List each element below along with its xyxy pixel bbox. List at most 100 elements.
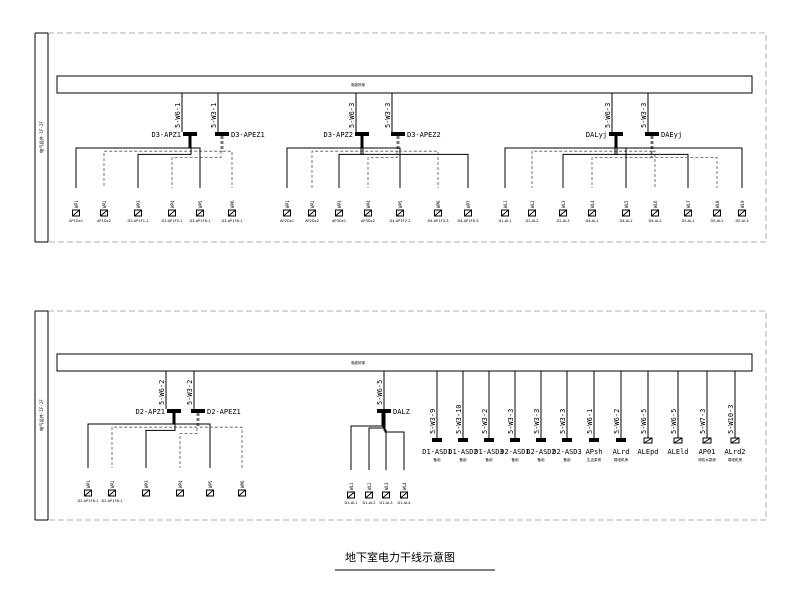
bottom-g2-outlet-3-diag [382,491,390,499]
top-g2-outlet-6-label: D4-AP1F3-3 [427,219,448,223]
top-g1-outlet-1-circuit: WP1 [74,200,79,208]
single-12-box [730,437,740,444]
bottom-g2-outlet-3-box [382,491,390,499]
bottom-g1-outlet-5-diag [206,489,214,497]
top-g3-wire-6 [614,136,689,188]
bottom-g1-outlet-5-box [206,489,214,497]
bottom-g1-outlet-6-circuit: WP6 [240,480,245,488]
diagram-title: 地下室电力干线示意图 [345,550,455,564]
top-g2-outlet-4-box [364,209,372,217]
top-g3-panel-2-bar [645,132,659,136]
bottom-g1-wire-4 [173,413,211,468]
top-g2-feeder-2-label: 5-W3-3 [384,103,392,128]
single-2-bar [458,438,468,442]
bottom-g1-outlet-4-box [176,489,184,497]
bottom-g1-outlet-2-circuit: WP2 [110,480,115,488]
bottom-g1-feeder-2-label: 5-W3-2 [186,380,194,405]
top-g3-outlet-3-circuit: WL3 [561,200,566,208]
single-5-feeder-label: 5-W3-3 [533,409,541,434]
top-g3-wire-7 [651,136,718,188]
top-g2-wire-5 [398,136,439,188]
top-g1-wire-1 [103,136,223,188]
top-g3-outlet-8-box [713,209,721,217]
single-7-bar [589,438,599,442]
bottom-busbar [56,353,753,372]
top-g3-outlet-7-circuit: WL7 [686,200,691,208]
top-g2-outlet-4-circuit: WP4 [366,200,371,208]
single-8-feeder-label: 5-W6-2 [613,409,621,434]
top-g2-outlet-5-label: D4-AP1F2-2 [389,219,410,223]
single-5-label: D2-ASD2 [526,448,556,456]
bottom-busbar-label: 电缆桥架 [351,360,366,365]
bottom-g1-outlet-2-label: D2-AP1F8-1 [101,499,122,503]
bottom-g2-outlet-2-box [365,491,373,499]
top-g1-panel-2-bar [215,132,229,136]
top-g1-panel-1-bar [183,132,197,136]
top-g3-wire-5 [652,136,656,188]
bottom-group-2: 5-W6-5DALZWL1D1-AL1WL2D1-AL2WL3D1-AL3WL4… [344,371,411,505]
bottom-g1-panel-2-label: D2-APEZ1 [207,408,241,416]
top-g3-outlet-3-box [559,209,567,217]
bottom-g1-outlet-3-box [142,489,150,497]
top-g1-wire-0 [75,136,190,188]
top-g3-wire-8 [616,136,743,188]
bottom-g1-outlet-5-circuit: WP5 [208,480,213,488]
single-12-sub: 弱电机房 [728,457,743,462]
bottom-g1-wire-5 [198,413,243,468]
top-g2-outlet-6-circuit: WP6 [436,200,441,208]
top-g3-outlet-5-label: D4-AL2 [619,219,632,223]
single-6-feeder-label: 5-W3-3 [559,409,567,434]
single-3-bar [484,438,494,442]
single-1-sub: 备用 [433,457,441,462]
top-g2-panel-2-bar [391,132,405,136]
single-10-feeder-label: 5-W6-5 [670,409,678,434]
bottom-diagram-frame: 电气竖井-1F-2F 电缆桥架 [34,310,767,521]
single-11-box [702,437,712,444]
single-11-sub: 消防水泵房 [698,457,716,462]
bottom-g2-wire-0 [350,413,383,470]
single-2-label: D1-ASD2 [448,448,478,456]
top-g1-outlet-6-box [228,209,236,217]
top-g3-outlet-4-label: D4-AL1 [585,219,598,223]
top-g3-outlet-4-circuit: WL4 [590,200,595,208]
single-8-bar [616,438,626,442]
top-g1-outlet-6-label: D3-AP1F8-1 [221,219,242,223]
top-g3-outlet-8-diag [713,209,721,217]
top-g1-outlet-6-circuit: WP6 [230,200,235,208]
top-g2-wire-4 [361,136,401,188]
single-3-label: D1-ASD3 [474,448,504,456]
top-g3-outlet-1-label: D1-AL1 [498,219,511,223]
top-busbar [56,75,753,94]
single-7-label: APsh [586,448,603,456]
single-12-label: ALrd2 [724,448,745,456]
top-g2-outlet-5-diag [396,209,404,217]
top-g2-outlet-1-box [283,209,291,217]
top-g1-feeder-2-label: 5-W3-1 [210,103,218,128]
top-g1-outlet-2-diag [100,209,108,217]
top-g3-outlet-9-label: D5-AL3 [735,219,748,223]
top-g3-outlet-9-circuit: WL9 [740,200,745,208]
bottom-g2-outlet-4-label: D1-AL4 [397,501,411,505]
top-g1-wire-2 [137,136,192,188]
top-g2-outlet-3-label: AP3Dx1 [332,219,346,223]
top-g3-feeder-2-label: 5-W3-3 [640,103,648,128]
top-g3-outlet-5-circuit: WL5 [624,200,629,208]
bottom-g2-outlet-4-circuit: WL4 [402,482,407,490]
bottom-g1-panel-1-label: D2-APZ1 [135,408,165,416]
top-g2-outlet-5-circuit: WP5 [398,200,403,208]
bottom-side-label: 电气竖井-1F-2F [38,399,45,431]
bottom-g1-outlet-3-circuit: WP3 [144,480,149,488]
single-9-box [643,437,653,444]
top-g2-outlet-1-circuit: WP1 [285,200,290,208]
top-g1-outlet-5-label: D3-AP1F6-1 [189,219,210,223]
top-g2-outlet-2-diag [308,209,316,217]
bottom-g1-outlet-2-box [108,489,116,497]
top-g3-wire-0 [504,136,616,188]
single-11-feeder-label: 5-W7-3 [699,409,707,434]
single-11-diag [702,437,712,444]
single-11-label: AP01 [699,448,716,456]
top-g1-panel-1-label: D3-APZ1 [151,131,181,139]
single-2-feeder-label: 5-W3-10 [455,404,463,434]
